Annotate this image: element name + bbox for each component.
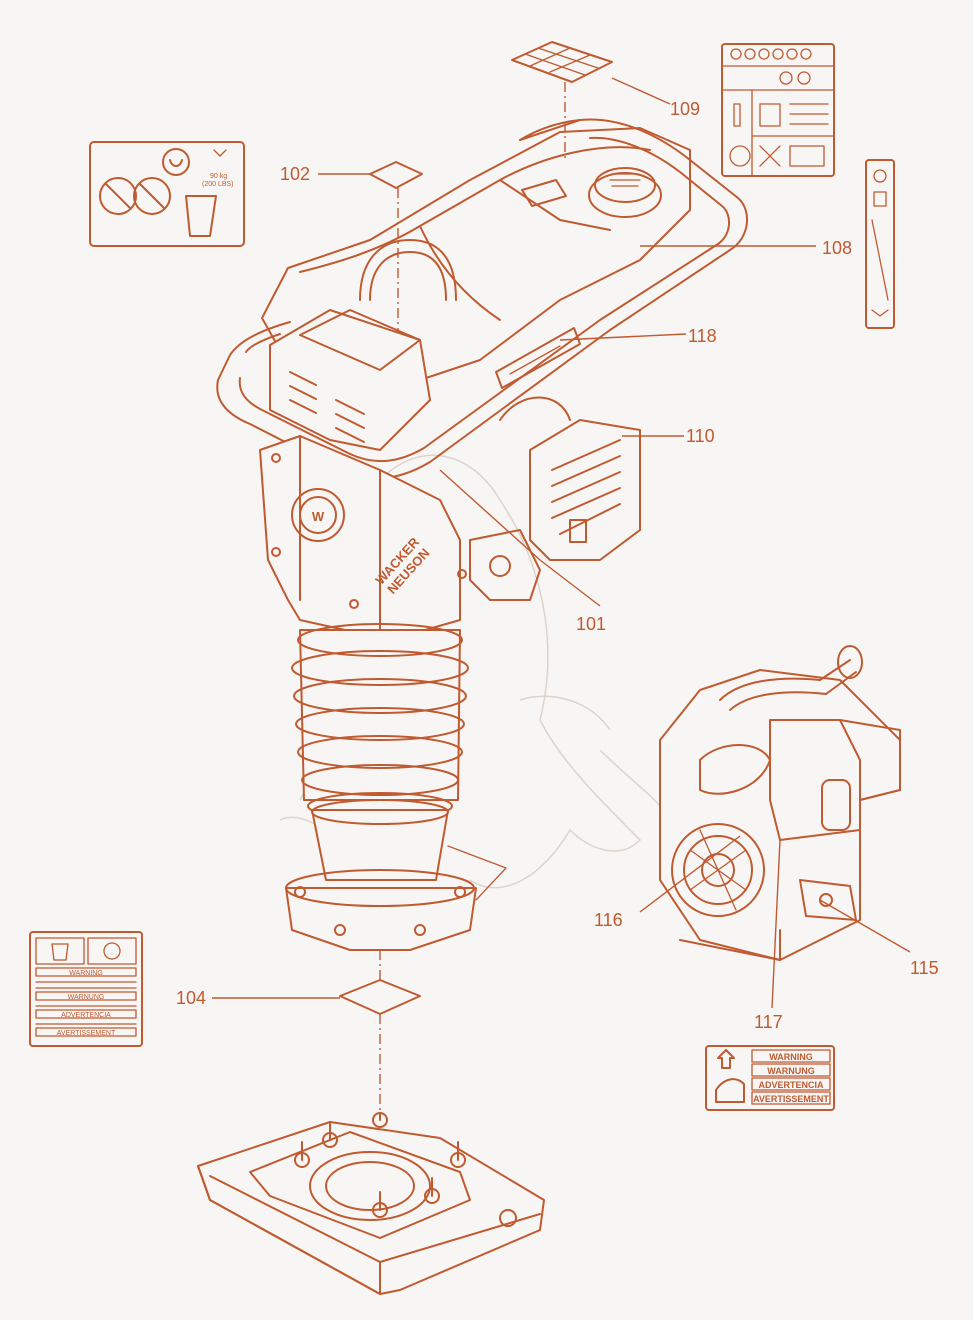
engine-shroud [269, 309, 431, 451]
decal-104-diamond [339, 979, 421, 1015]
callout-118: 118 [688, 326, 717, 346]
leader-lines [212, 77, 911, 1009]
foot-flange [285, 887, 477, 951]
callout-108: 108 [822, 238, 852, 258]
brand-logo-circle [291, 488, 345, 542]
warning-de: WARNUNG [767, 1066, 815, 1076]
guide-cylinder [311, 809, 449, 881]
engine-assembly [659, 645, 901, 961]
warning-line-2: WARNUNG [68, 994, 105, 1001]
callout-110: 110 [686, 426, 715, 446]
warning-line-3: ADVERTENCIA [61, 1012, 111, 1019]
warning-line-4: AVERTISSEMENT [57, 1030, 116, 1037]
bellows [291, 623, 469, 820]
air-filter-housing [529, 419, 641, 561]
shoe-bolts [294, 1112, 517, 1227]
warning-fr: AVERTISSEMENT [753, 1094, 829, 1104]
decal-109-grid [511, 41, 613, 83]
instruction-decal-card [721, 43, 835, 177]
callout-102: 102 [280, 164, 310, 184]
logo-letter: W [312, 509, 325, 524]
vertical-strip-decal [865, 159, 895, 329]
decal-117-warning-card: WARNING WARNUNG ADVERTENCIA AVERTISSEMEN… [705, 1045, 835, 1111]
fuel-cap [588, 172, 662, 218]
decal-102-diamond [369, 161, 423, 189]
callout-116: 116 [594, 910, 623, 930]
handle-frame [216, 118, 749, 480]
recoil-starter [671, 823, 765, 917]
decal-weight-metric: 90 kg [210, 173, 227, 180]
callout-101: 101 [576, 614, 606, 634]
callout-115: 115 [910, 958, 939, 978]
foot-shoe-plate [197, 1112, 545, 1295]
warning-es: ADVERTENCIA [758, 1080, 824, 1090]
decal-weight-imperial: (200 LBS) [202, 181, 234, 188]
callout-117: 117 [754, 1012, 783, 1032]
warning-line-1: WARNING [69, 970, 103, 977]
callout-109: 109 [670, 99, 700, 119]
crankcase-housing [259, 435, 461, 641]
rammer-tamper-assembly: W WACKER NEUSON [216, 118, 749, 951]
decal-102-lifting-card: 90 kg (200 LBS) [89, 141, 245, 247]
decal-104-warning-card: WARNING WARNUNG ADVERTENCIA AVERTISSEMEN… [29, 931, 143, 1047]
warning-en: WARNING [769, 1052, 813, 1062]
callout-104: 104 [176, 988, 206, 1008]
